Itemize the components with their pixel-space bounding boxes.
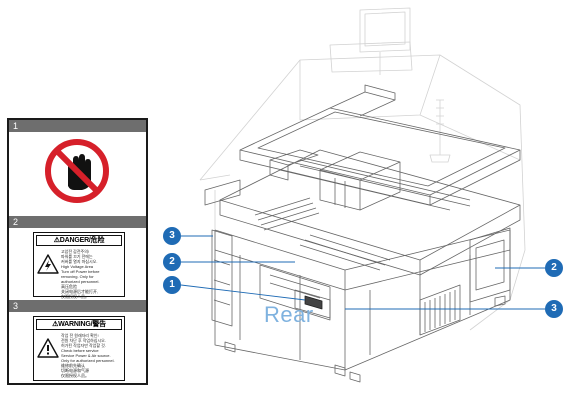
- section-number: 1: [13, 121, 19, 131]
- callout-badge-2-right: 2: [545, 259, 563, 277]
- section-number: 3: [13, 301, 19, 311]
- callout-badge-1: 1: [163, 276, 181, 294]
- callout-leaders: [180, 235, 545, 310]
- callout-badge-3-right: 3: [545, 300, 563, 318]
- warning-exclamation-icon: [37, 338, 59, 358]
- callout-badge-2-left: 2: [163, 253, 181, 271]
- section-number: 2: [13, 217, 19, 227]
- warning-label-text: 작업 전 원래자리 확인! 전원 차단 후 작업하십시오. 허가된 작업자만 작…: [61, 333, 115, 378]
- no-touch-hand-icon: [45, 139, 109, 203]
- section-header-2: 2: [9, 216, 146, 228]
- callout-badge-3-left: 3: [163, 227, 181, 245]
- machine-frame: [204, 84, 521, 383]
- component-highlight: [304, 295, 323, 310]
- section-header-3: 3: [9, 300, 146, 312]
- danger-label-title: ⚠DANGER/危险: [36, 235, 122, 246]
- danger-label: ⚠DANGER/危险 고압전 감전주의! 파워를 끄기 전에는 커버를 열지 마…: [33, 232, 125, 299]
- electric-hazard-icon: [37, 254, 59, 274]
- safety-label-panel: 1 2 ⚠DANGER/危险 고압전 감전주의! 파워를 끄기 전에는 커버를 …: [7, 118, 148, 385]
- rear-side-label: Rear: [264, 302, 314, 327]
- danger-label-text: 고압전 감전주의! 파워를 끄기 전에는 커버를 열지 마십시오. High V…: [61, 249, 100, 299]
- warning-label: ⚠WARNING/警告 작업 전 원래자리 확인! 전원 차단 후 작업하십시오…: [33, 316, 125, 381]
- warning-label-title: ⚠WARNING/警告: [36, 319, 122, 330]
- section-header-1: 1: [9, 120, 146, 132]
